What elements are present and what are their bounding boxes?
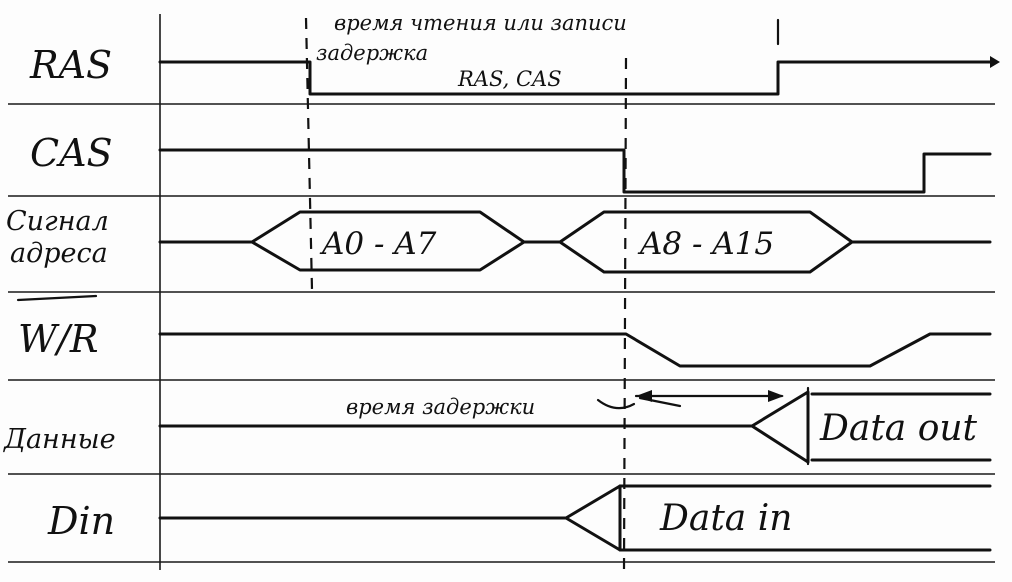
data-out-triangle <box>750 390 810 464</box>
ras-waveform <box>158 60 992 96</box>
cas-timing-marker <box>622 57 628 571</box>
ras-cas-annotation: RAS, CAS <box>457 67 562 91</box>
row-address-label: A0 - A7 <box>319 226 437 262</box>
data-label: Данные <box>3 424 116 455</box>
row-separators <box>8 103 995 563</box>
address-signal-label-line1: Сигнал <box>6 206 109 237</box>
data-in-triangle <box>564 484 622 552</box>
address-bus-waveform <box>158 210 992 274</box>
ras-label: RAS <box>29 43 112 87</box>
data-waveform <box>158 386 992 466</box>
delay-time-annotation: время задержки <box>346 395 535 419</box>
ras-timing-marker <box>304 17 314 291</box>
column-address-label: A8 - A15 <box>637 226 774 262</box>
wr-waveform <box>158 332 992 368</box>
data-out-label: Data out <box>819 408 978 449</box>
read-write-time-annotation: время чтения или записи <box>334 11 627 35</box>
wr-overline <box>16 294 98 302</box>
din-label: Din <box>47 499 115 543</box>
delay-annotation: задержка <box>316 41 428 65</box>
address-signal-label-line2: адреса <box>10 238 108 269</box>
cas-waveform <box>158 148 992 194</box>
data-in-label: Data in <box>659 498 792 539</box>
delay-time-arrow <box>596 390 784 410</box>
ras-arrowhead <box>990 56 1000 68</box>
wr-label: W/R <box>18 317 98 361</box>
din-waveform <box>158 484 992 552</box>
cas-label: CAS <box>30 131 113 175</box>
